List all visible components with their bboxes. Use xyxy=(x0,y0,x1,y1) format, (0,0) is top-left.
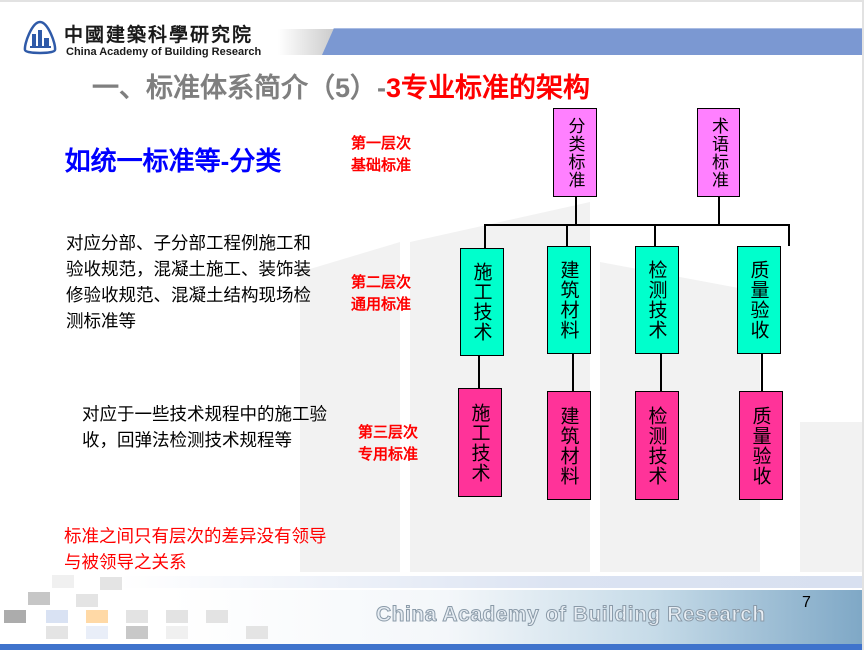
footer-square xyxy=(166,610,188,623)
box-l3-testing-technology: 检测技术 xyxy=(635,391,679,500)
footer-square xyxy=(52,575,74,588)
box-l3-quality-acceptance: 质量验收 xyxy=(739,391,783,500)
box-l3-construction-technology: 施工技术 xyxy=(458,388,502,497)
watermark-building xyxy=(600,262,760,572)
footer-square xyxy=(76,594,98,607)
footer-square xyxy=(166,626,188,639)
box-l2-quality-acceptance: 质量验收 xyxy=(737,246,781,354)
connector xyxy=(718,197,720,225)
watermark-building xyxy=(800,422,862,572)
level-label-2: 第二层次 通用标准 xyxy=(351,272,411,316)
footer-org-name: China Academy of Building Research xyxy=(376,603,766,627)
footer-square xyxy=(126,626,148,639)
box-terminology-standard: 术语标准 xyxy=(697,108,740,197)
level-label-line: 第一层次 xyxy=(351,135,412,152)
title-gray-part: 一、标准体系简介（5）- xyxy=(92,73,387,103)
org-name-en: China Academy of Building Research xyxy=(66,46,262,58)
footer-strip xyxy=(120,576,862,588)
title-red-part: 3专业标准的架构 xyxy=(386,73,591,103)
box-label: 施工技术 xyxy=(470,262,493,342)
footer-square xyxy=(4,610,26,623)
footer-bar xyxy=(0,644,862,650)
note-text: 标准之间只有层次的差异没有领导与被领导之关系 xyxy=(64,527,327,573)
page-title: 一、标准体系简介（5）-3专业标准的架构 xyxy=(92,66,590,105)
footer-square xyxy=(46,626,68,639)
level-label-line: 第二层次 xyxy=(351,274,412,291)
connector xyxy=(761,354,763,391)
page-number: 7 xyxy=(802,594,811,611)
box-label: 建筑材料 xyxy=(557,260,580,340)
org-name-cn: 中國建築科學研究院 xyxy=(64,24,254,46)
footer-square xyxy=(126,610,148,623)
level-label-line: 第三层次 xyxy=(358,424,419,441)
box-label: 质量验收 xyxy=(747,260,770,340)
box-label: 分类标准 xyxy=(564,116,585,189)
box-classification-standard: 分类标准 xyxy=(553,108,597,197)
connector xyxy=(788,224,790,246)
footer-square xyxy=(100,577,122,590)
box-l2-construction-technology: 施工技术 xyxy=(460,248,504,356)
level-label-line: 通用标准 xyxy=(351,296,412,313)
box-label: 检测技术 xyxy=(645,260,668,340)
footer-square xyxy=(206,610,228,623)
box-label: 质量验收 xyxy=(749,405,772,486)
level-label-line: 专用标准 xyxy=(358,446,419,463)
box-l2-testing-technology: 检测技术 xyxy=(635,246,679,354)
footer-square xyxy=(86,610,108,623)
watermark-building xyxy=(300,242,400,572)
subhead: 如统一标准等-分类 xyxy=(64,146,282,176)
footer-banner xyxy=(170,590,862,645)
paragraph-level2-description: 对应分部、子分部工程例施工和验收规范，混凝土施工、装饰装修验收规范、混凝土结构现… xyxy=(66,234,311,332)
box-label: 检测技术 xyxy=(645,405,668,486)
cabr-logo-icon xyxy=(23,20,57,55)
connector xyxy=(484,224,486,248)
box-label: 术语标准 xyxy=(708,116,728,189)
footer-square xyxy=(246,626,268,639)
paragraph-level3-description: 对应于一些技术规程中的施工验收，回弹法检测技术规程等 xyxy=(82,405,327,451)
footer-square xyxy=(86,626,108,639)
box-l3-building-materials: 建筑材料 xyxy=(547,391,591,500)
box-label: 建筑材料 xyxy=(557,405,580,486)
footer-square xyxy=(46,610,68,623)
connector xyxy=(484,224,790,226)
connector xyxy=(660,354,662,391)
level-label-3: 第三层次 专用标准 xyxy=(358,422,418,466)
connector xyxy=(478,356,480,388)
level-label-1: 第一层次 基础标准 xyxy=(351,133,411,177)
footer-square xyxy=(28,592,50,605)
box-label: 施工技术 xyxy=(468,402,491,483)
box-l2-building-materials: 建筑材料 xyxy=(547,246,591,354)
connector xyxy=(572,354,574,391)
connector xyxy=(575,197,577,225)
connector xyxy=(654,224,656,246)
level-label-line: 基础标准 xyxy=(351,157,412,174)
connector xyxy=(566,224,568,246)
header-band xyxy=(322,28,862,55)
